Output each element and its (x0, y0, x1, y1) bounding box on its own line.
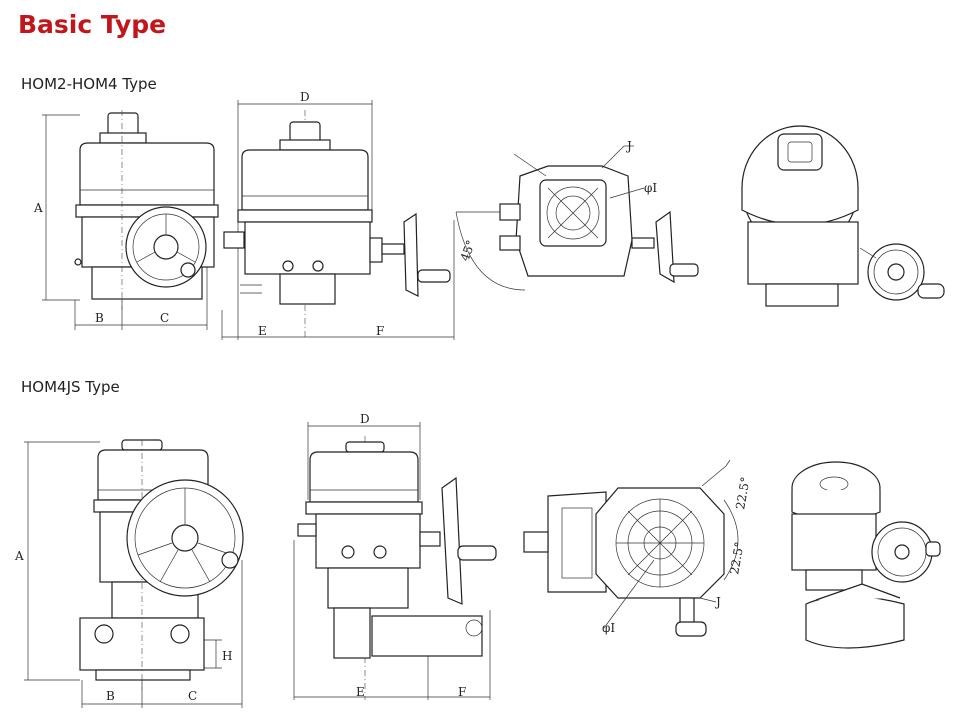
page-title: Basic Type (18, 10, 167, 39)
dim-label-c: C (160, 311, 169, 325)
dim-label-22deg-b: 22.5° (727, 541, 746, 576)
hom4-perspective-view (741, 125, 945, 307)
hom4js-perspective-view (791, 461, 941, 649)
dim-label-45deg: 45° (458, 238, 478, 263)
dim-label-b-js: B (106, 689, 115, 703)
dim-label-phi-i-js: φI (602, 621, 615, 635)
dim-label-f: F (376, 324, 384, 338)
dim-label-d-js: D (360, 412, 370, 426)
dim-label-a-js: A (14, 549, 24, 563)
dim-label-b: B (95, 311, 104, 325)
hom4js-top-view: 22.5° 22.5° J φI (523, 459, 753, 637)
dim-label-j-top: J (625, 139, 632, 153)
hom4js-side-view: D E F (293, 412, 497, 700)
dim-label-e-js: E (356, 685, 365, 699)
dim-label-e: E (258, 324, 267, 338)
section-label-hom2-hom4: HOM2-HOM4 Type (21, 75, 157, 93)
section-label-hom4js: HOM4JS Type (21, 378, 120, 396)
dim-label-f-js: F (458, 685, 466, 699)
hom4js-front-view: A B C H (14, 439, 244, 708)
hom4-side-view: D E F (221, 90, 455, 340)
dim-label-j-js: J (714, 595, 721, 609)
hom4-top-view: 45° J φI (455, 139, 699, 291)
dim-label-d: D (300, 90, 310, 104)
dim-label-c-js: C (188, 689, 197, 703)
dim-label-22deg-a: 22.5° (733, 476, 752, 511)
dim-label-h: H (222, 649, 232, 663)
dim-label-phi-i-top: φI (644, 181, 657, 195)
hom4-front-view: A B C (33, 110, 219, 330)
dim-label-a: A (33, 201, 43, 215)
